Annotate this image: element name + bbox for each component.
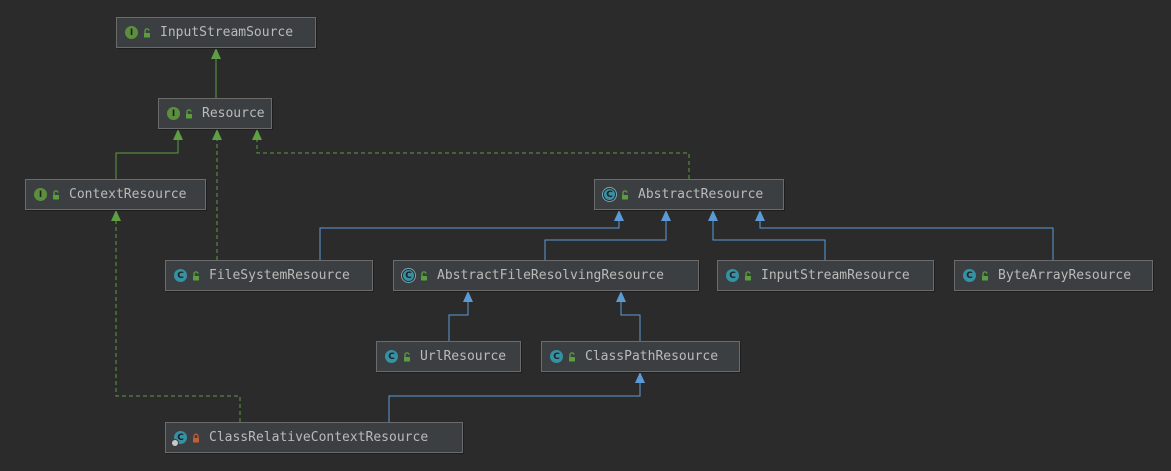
edge-ContextResource-to-Resource — [115, 129, 183, 179]
edge-arrowhead — [614, 210, 624, 221]
edge-arrowhead — [463, 291, 473, 302]
node-class-relative-context-resource[interactable]: C ClassRelativeContextResource — [165, 422, 463, 453]
node-resource[interactable]: I Resource — [158, 98, 272, 129]
node-label: UrlResource — [420, 349, 507, 364]
edge-line — [319, 221, 620, 260]
edge-InputStreamResource-to-AbstractResource — [708, 210, 826, 260]
abstract-class-icon: C — [603, 188, 616, 201]
class-icon: C — [963, 269, 976, 282]
edge-line — [388, 383, 641, 422]
edge-FileSystemResource-to-AbstractResource — [319, 210, 624, 260]
edge-ClassRelativeContextResource-to-ClassPathResource — [388, 372, 645, 422]
node-class-path-resource[interactable]: C ClassPathResource — [541, 341, 740, 372]
node-label: ContextResource — [69, 187, 187, 202]
edge-arrowhead — [755, 210, 765, 221]
public-lock-icon — [144, 27, 150, 37]
edge-line — [759, 221, 1054, 260]
edge-line — [544, 221, 667, 260]
edge-line — [256, 140, 690, 179]
edge-ByteArrayResource-to-AbstractResource — [755, 210, 1054, 260]
node-abstract-resource[interactable]: C AbstractResource — [594, 179, 784, 210]
node-file-system-resource[interactable]: C FileSystemResource — [165, 260, 373, 291]
edge-arrowhead — [173, 129, 183, 140]
class-icon: C — [726, 269, 739, 282]
public-lock-icon — [186, 108, 192, 118]
edge-arrowhead — [212, 129, 222, 140]
edge-Resource-to-InputStreamSource — [211, 48, 221, 98]
inner-class-icon: C — [171, 431, 187, 447]
node-label: ClassRelativeContextResource — [209, 430, 429, 445]
public-lock-icon — [622, 189, 628, 199]
edge-arrowhead — [635, 372, 645, 383]
public-lock-icon — [745, 270, 751, 280]
node-label: InputStreamResource — [761, 268, 910, 283]
node-label: InputStreamSource — [160, 25, 294, 40]
node-label: AbstractResource — [638, 187, 764, 202]
edge-arrowhead — [708, 210, 718, 221]
node-input-stream-resource[interactable]: C InputStreamResource — [717, 260, 934, 291]
public-lock-icon — [53, 189, 59, 199]
node-input-stream-source[interactable]: I InputStreamSource — [116, 17, 316, 48]
interface-icon: I — [125, 26, 138, 39]
interface-icon: I — [34, 188, 47, 201]
class-icon: C — [174, 269, 187, 282]
edge-line — [448, 302, 469, 341]
class-icon: C — [550, 350, 563, 363]
edge-arrowhead — [111, 210, 121, 221]
edge-AbstractFileResolvingResource-to-AbstractResource — [544, 210, 671, 260]
edge-line — [115, 140, 179, 179]
abstract-class-icon: C — [402, 269, 415, 282]
public-lock-icon — [569, 351, 575, 361]
interface-icon: I — [167, 107, 180, 120]
public-lock-icon — [421, 270, 427, 280]
class-icon: C — [385, 350, 398, 363]
node-byte-array-resource[interactable]: C ByteArrayResource — [954, 260, 1153, 291]
public-lock-icon — [404, 351, 410, 361]
edge-arrowhead — [252, 129, 262, 140]
node-label: Resource — [202, 106, 265, 121]
edge-AbstractResource-to-Resource — [252, 129, 690, 179]
node-label: ClassPathResource — [585, 349, 719, 364]
node-label: ByteArrayResource — [998, 268, 1132, 283]
edge-line — [712, 221, 826, 260]
edge-UrlResource-to-AbstractFileResolvingResource — [448, 291, 473, 341]
public-lock-icon — [982, 270, 988, 280]
private-lock-icon — [193, 433, 199, 442]
node-abstract-file-resolving-resource[interactable]: C AbstractFileResolvingResource — [393, 260, 699, 291]
node-context-resource[interactable]: I ContextResource — [25, 179, 206, 210]
node-label: FileSystemResource — [209, 268, 350, 283]
edge-FileSystemResource-to-Resource — [212, 129, 222, 260]
edge-line — [620, 302, 641, 341]
edge-arrowhead — [661, 210, 671, 221]
node-url-resource[interactable]: C UrlResource — [376, 341, 521, 372]
edge-arrowhead — [616, 291, 626, 302]
inner-marker-icon — [171, 439, 179, 447]
edge-ClassRelativeContextResource-to-ContextResource — [111, 210, 241, 422]
node-label: AbstractFileResolvingResource — [437, 268, 664, 283]
edge-ClassPathResource-to-AbstractFileResolvingResource — [616, 291, 641, 341]
edge-arrowhead — [211, 48, 221, 59]
public-lock-icon — [193, 270, 199, 280]
edge-line — [115, 221, 241, 422]
